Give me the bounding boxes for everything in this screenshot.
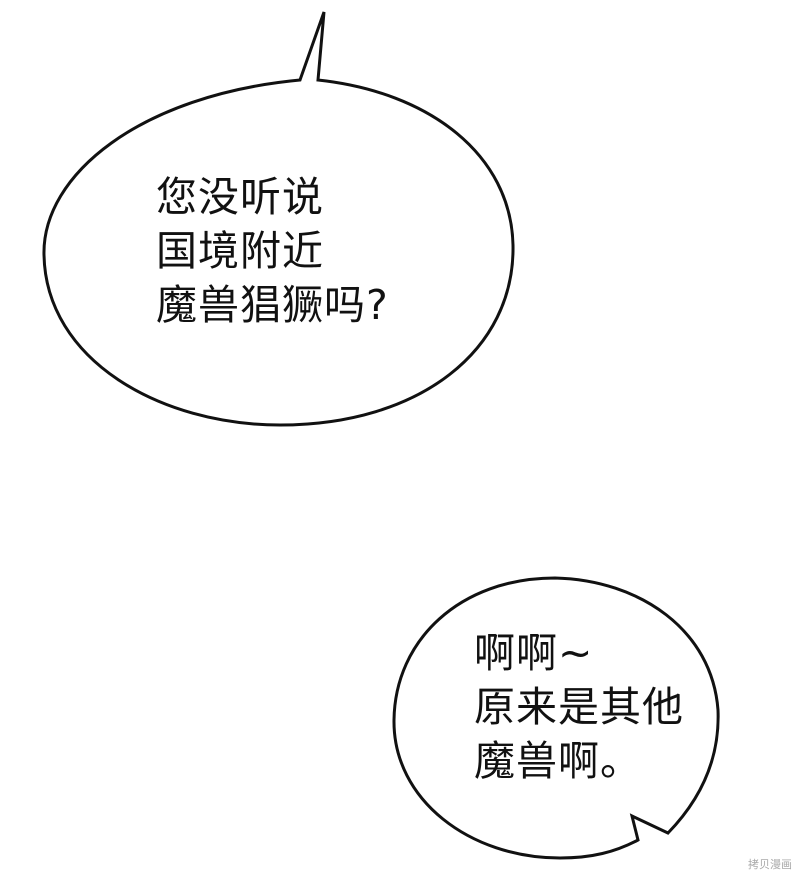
watermark-text: 拷贝漫画 <box>748 858 792 871</box>
bubble-1-line-3: 魔兽猖獗吗? <box>156 281 389 330</box>
speech-bubble-2-text: 啊啊~ 原来是其他 魔兽啊。 <box>474 626 684 788</box>
bubble-2-line-3: 魔兽啊。 <box>474 737 642 786</box>
speech-bubble-1-text: 您没听说 国境附近 魔兽猖獗吗? <box>156 170 389 332</box>
bubble-1-line-1: 您没听说 <box>156 173 324 221</box>
bubble-2-line-2: 原来是其他 <box>474 683 684 732</box>
speech-bubble-2-outline <box>392 576 720 860</box>
bubble-1-line-2: 国境附近 <box>156 227 324 276</box>
speech-bubble-1-outline <box>42 11 515 427</box>
bubble-2-line-1: 啊啊~ <box>474 629 594 677</box>
